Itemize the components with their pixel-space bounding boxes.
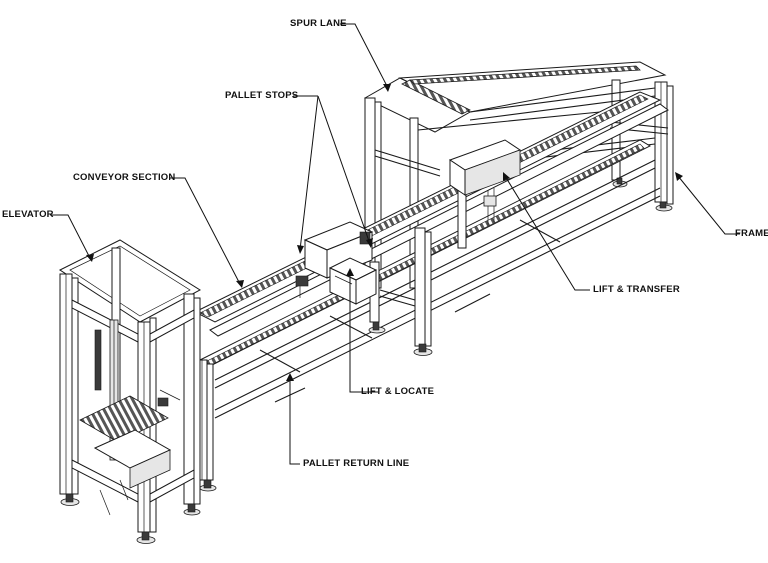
lift-transfer-unit	[448, 139, 522, 225]
leader-conveyor-section	[170, 177, 241, 285]
label-conveyor-section: CONVEYOR SECTION	[73, 172, 176, 183]
label-pallet-return-line: PALLET RETURN LINE	[303, 458, 410, 469]
label-lift-transfer: LIFT & TRANSFER	[593, 284, 680, 295]
label-spur-lane: SPUR LANE	[290, 18, 347, 29]
label-lift-locate: LIFT & LOCATE	[361, 386, 435, 397]
label-elevator: ELEVATOR	[2, 209, 54, 220]
leader-spur-lane	[340, 23, 389, 89]
leader-lines	[50, 23, 740, 465]
lift-locate-unit	[295, 221, 378, 305]
label-pallet-stops: PALLET STOPS	[225, 90, 299, 101]
elevator	[58, 239, 201, 544]
leader-lift-locate	[349, 272, 378, 393]
leader-pallet-return-line	[289, 378, 300, 465]
leader-frame	[677, 175, 740, 235]
leader-elevator	[50, 214, 91, 259]
label-frame: FRAME	[735, 228, 768, 239]
leader-lift-transfer	[504, 175, 590, 291]
